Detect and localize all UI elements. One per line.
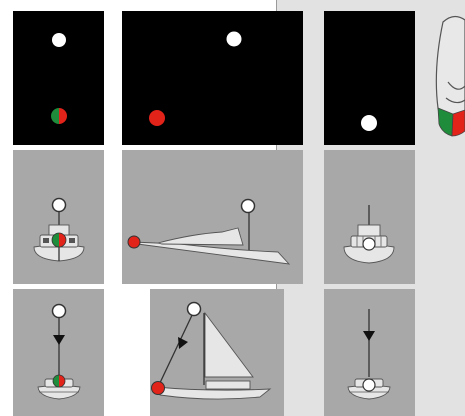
day-panel-powerboat-bow	[13, 150, 104, 284]
navigation-light-fixture-icon	[432, 14, 465, 138]
day-panel-sailboat-side	[150, 289, 284, 416]
masthead-light-icon	[227, 32, 242, 47]
night-panel-powerboat-stern	[324, 11, 415, 145]
masthead-light-icon	[242, 200, 255, 213]
masthead-light-icon	[188, 303, 201, 316]
day-panel-powerboat-side	[122, 150, 303, 284]
masthead-light-icon	[53, 305, 66, 318]
stern-light-icon	[363, 379, 375, 391]
port-sidelight-icon	[128, 236, 140, 248]
masthead-light-icon	[53, 199, 66, 212]
stern-light-icon	[363, 238, 375, 250]
port-sidelight-icon	[149, 110, 165, 126]
day-panel-powerboat-stern	[324, 150, 415, 284]
day-panel-sailboat-stern	[324, 289, 415, 416]
port-sidelight-icon	[152, 382, 165, 395]
masthead-light-icon	[52, 33, 66, 47]
night-panel-powerboat-bow	[13, 11, 104, 145]
night-panel-powerboat-side	[122, 11, 303, 145]
day-panel-sailboat-bow	[13, 289, 104, 416]
stern-light-icon	[361, 115, 377, 131]
